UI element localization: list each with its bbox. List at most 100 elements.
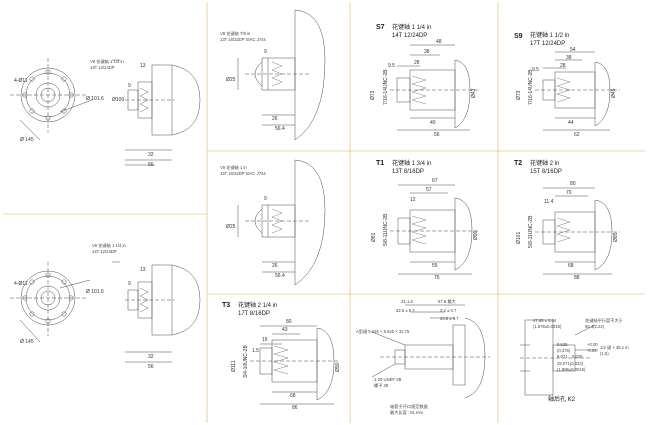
t2-title: 花键轴 2 in bbox=[530, 161, 560, 167]
t2-dim-6: Ø85 bbox=[613, 232, 619, 242]
s7-title: 花键轴 1 1/4 in bbox=[392, 25, 432, 31]
s7-dim-1: 38 bbox=[424, 49, 430, 55]
bl-dim-4: 9 bbox=[128, 281, 131, 287]
t2-shaft-section bbox=[535, 187, 620, 275]
t1-dim-5: Ø81 bbox=[371, 232, 377, 242]
flange-side-view-top bbox=[112, 59, 201, 166]
t3-dim-5: 86 bbox=[292, 405, 298, 411]
k2-note-11: -0.03 bbox=[587, 348, 597, 353]
v8-sub: 13T 16/32DP ISAC J744 bbox=[220, 37, 266, 42]
t2-dim-1: 70 bbox=[566, 190, 572, 196]
bl-dim-5: 32 bbox=[148, 354, 154, 360]
t1-dim-4: 75 bbox=[434, 275, 440, 281]
t1-shaft-section bbox=[390, 184, 478, 275]
t3-dim-0: 80 bbox=[286, 319, 292, 325]
t2-dim-5: Ø101 bbox=[516, 231, 522, 244]
t3-sub: 17T 8/16DP bbox=[238, 311, 270, 317]
v9-shaft-section bbox=[237, 159, 326, 286]
s9-dim-3: 9.5 bbox=[532, 67, 539, 73]
t1-thread: 5/8-11UNC-2B bbox=[383, 213, 389, 246]
t3-thread: 3/4-10UNC-2B bbox=[243, 345, 249, 378]
shaft-label-4: 24.8 ± 0.7 bbox=[440, 316, 459, 321]
keyed-shaft-view bbox=[371, 304, 490, 399]
tl-dim-4: 13 bbox=[140, 63, 146, 69]
k2-note-7: 0.025 bbox=[572, 354, 583, 359]
tl-dim-3: Ø 145 bbox=[20, 137, 34, 143]
t3-dim-2: 16 bbox=[262, 337, 268, 343]
s9-sub: 17T 12/24DP bbox=[530, 41, 566, 47]
shaft-label-2: 32.5 ± 0.7 bbox=[396, 308, 415, 313]
v8-dim-0: Ø25 bbox=[226, 77, 236, 83]
k2-note-2: 花键轴平行度不大于 bbox=[585, 318, 623, 323]
v9-dim-1: 26 bbox=[272, 263, 278, 269]
t3-dim-7: Ø90 bbox=[335, 362, 341, 372]
s7-sub: 14T 12/24DP bbox=[392, 33, 428, 39]
top-left-header: V8 花键轴 1 1/4 in bbox=[90, 59, 124, 64]
k2-note-4: 9.525 bbox=[557, 342, 568, 347]
k2-note-3: 56.4(2.22) bbox=[585, 324, 605, 329]
t1-sub: 13T 8/16DP bbox=[392, 169, 424, 175]
flange-side-view-bottom bbox=[112, 261, 201, 363]
k2-note-8: 28.071(0.033) bbox=[557, 361, 584, 366]
bl-dim-3: 13 bbox=[140, 267, 146, 273]
shaft-note-2: 最大长度 : 81 mm bbox=[390, 410, 424, 415]
t2-dim-4: 88 bbox=[574, 275, 580, 281]
k2-note-10: +0.00 bbox=[587, 342, 598, 347]
s9-dim-6: Ø73 bbox=[516, 90, 522, 100]
t1-dim-0: 67 bbox=[432, 178, 438, 184]
flange-front-view-top bbox=[10, 58, 93, 141]
bl-dim-2: Ø 145 bbox=[20, 339, 34, 345]
k2-note-12: 1/2 键 × 38.1 in bbox=[600, 345, 629, 350]
shaft-label-3: 3.2 ± 0.7 bbox=[440, 308, 457, 313]
v9-dim-0: Ø25 bbox=[226, 224, 236, 230]
tl-dim-2: Ø 101.6 bbox=[86, 96, 104, 102]
t3-dim-4: 68 bbox=[290, 393, 296, 399]
k2-note-6: 8.071 bbox=[557, 354, 568, 359]
shaft-label-6: 1-20 UNEF-2B bbox=[374, 377, 402, 382]
s9-dim-7: Ø45 bbox=[611, 88, 617, 98]
s7-shaft-section bbox=[390, 44, 478, 131]
bl-dim-6: 56 bbox=[148, 364, 154, 370]
t3-dim-1: 43 bbox=[282, 327, 288, 333]
t1-dim-3: 55 bbox=[432, 263, 438, 269]
flange-front-view-bottom bbox=[10, 262, 91, 343]
s7-dim-6: Ø73 bbox=[370, 90, 376, 100]
v9-header: V9 花键轴 1 in bbox=[220, 165, 247, 170]
shaft-label-0: Z1:1.6 bbox=[401, 299, 413, 304]
s7-thread: 7/16-14UNC-2B bbox=[383, 69, 389, 105]
s7-dim-5: 56 bbox=[434, 132, 440, 138]
t2-sub: 15T 8/16DP bbox=[530, 169, 562, 175]
t2-dim-0: 80 bbox=[570, 181, 576, 187]
t3-title: 花键轴 2 1/4 in bbox=[238, 303, 278, 309]
shaft-label-5: A型键 9.525 × 9.525 × 31.75 bbox=[356, 329, 410, 334]
t1-dim-2: 12 bbox=[410, 197, 416, 203]
t2-code: T2 bbox=[514, 160, 523, 167]
v9-sub: 15T 16/32DP ISAC J744 bbox=[220, 171, 266, 176]
t1-dim-1: 57 bbox=[426, 187, 432, 193]
v8-dim-2: 9 bbox=[264, 49, 267, 55]
t1-code: T1 bbox=[376, 160, 385, 167]
bottom-left-sub: 14T 12/24DP bbox=[92, 249, 117, 254]
shaft-label-1: 57.8 最大 bbox=[438, 299, 456, 304]
top-left-sub: 14T 12/24DP bbox=[90, 65, 115, 70]
bottom-left-header: V8 花键轴 1 1/4 in bbox=[92, 243, 126, 248]
k2-caption: 轴后孔 K2 bbox=[548, 397, 576, 403]
t3-dim-6: Ø111 bbox=[231, 360, 237, 373]
v8-shaft-section bbox=[237, 9, 326, 141]
s7-dim-4: 40 bbox=[430, 120, 436, 126]
k2-note-0: 47.65 ± 0.04 bbox=[533, 318, 557, 323]
bl-dim-1: Ø 101.6 bbox=[86, 289, 104, 295]
tl-dim-5: 9 bbox=[128, 83, 131, 89]
t3-dim-3: 1.5 bbox=[252, 348, 259, 354]
s7-dim-7: Ø43 bbox=[471, 88, 477, 98]
panel-dividers bbox=[3, 2, 645, 423]
v9-dim-2: 9 bbox=[264, 196, 267, 202]
s9-dim-0: 54 bbox=[570, 47, 576, 53]
t2-thread: 5/8-11UNC-2B bbox=[528, 215, 534, 248]
t2-dim-3: 68 bbox=[568, 263, 574, 269]
tl-dim-7: 56 bbox=[148, 162, 154, 168]
v8-dim-1: 26 bbox=[272, 116, 278, 122]
s9-dim-1: 38 bbox=[566, 55, 572, 61]
shaft-label-7: 螺子 38 bbox=[374, 383, 389, 388]
k2-hole-view bbox=[520, 319, 598, 396]
